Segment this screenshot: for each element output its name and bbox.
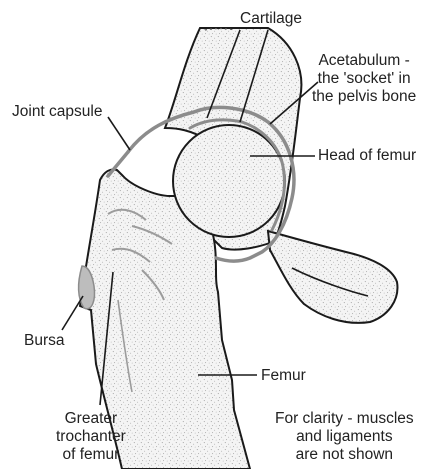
- label-bursa: Bursa: [24, 332, 65, 350]
- label-acetabulum-line-3: the pelvis bone: [312, 88, 416, 106]
- note-line-3: are not shown: [275, 446, 414, 464]
- note-line-1: For clarity - muscles: [275, 410, 414, 428]
- note-line-2: and ligaments: [275, 428, 414, 446]
- note-muscles-ligaments: For clarity - muscles and ligaments are …: [275, 410, 414, 464]
- label-greater-trochanter-line-2: trochanter: [56, 428, 126, 446]
- leader-joint-capsule: [108, 117, 130, 150]
- label-femur: Femur: [261, 367, 306, 385]
- ischium: [268, 231, 397, 323]
- label-greater-trochanter-line-1: Greater: [56, 410, 126, 428]
- femoral-head: [173, 125, 285, 237]
- label-cartilage: Cartilage: [240, 10, 302, 28]
- label-head-of-femur: Head of femur: [318, 147, 416, 165]
- label-acetabulum-line-2: the 'socket' in: [312, 70, 416, 88]
- label-greater-trochanter: Greater trochanter of femur: [56, 410, 126, 464]
- label-acetabulum-line-1: Acetabulum -: [312, 52, 416, 70]
- label-greater-trochanter-line-3: of femur: [56, 446, 126, 464]
- label-joint-capsule: Joint capsule: [12, 103, 102, 121]
- leader-bursa: [62, 296, 83, 330]
- label-acetabulum: Acetabulum - the 'socket' in the pelvis …: [312, 52, 416, 106]
